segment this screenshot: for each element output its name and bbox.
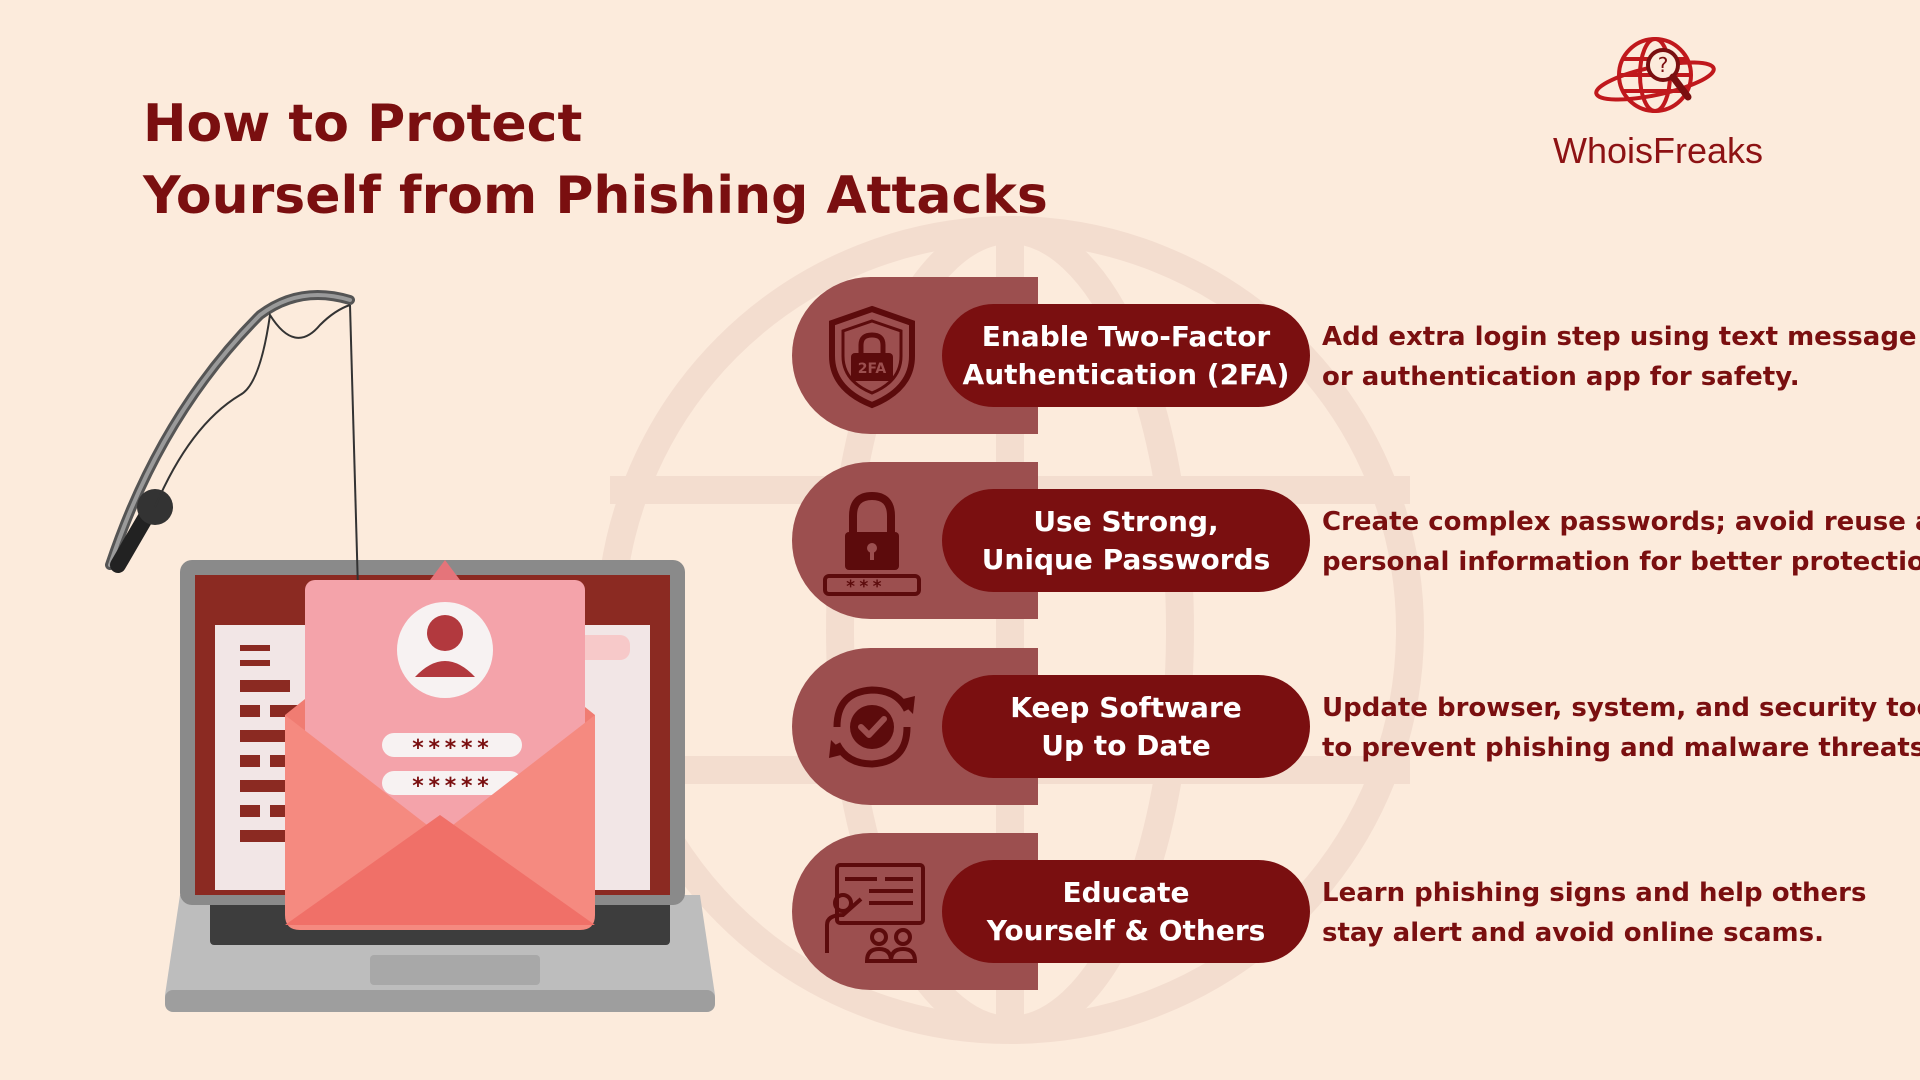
tip-description-line-1: Create complex passwords; avoid reuse an… [1322,507,1920,537]
tip-title-line-2: Unique Passwords [981,542,1271,576]
title-line-2: Yourself from Phishing Attacks [143,166,1048,226]
tip-title-line-1: Enable Two-Factor [981,319,1271,353]
tip-description: Add extra login step using text message … [1322,317,1920,397]
tip-description-line-1: Update browser, system, and security too… [1322,693,1920,723]
tip-description-line-1: Add extra login step using text message [1322,322,1917,352]
page-title: How to Protect Yourself from Phishing At… [143,88,1048,232]
tip-item-2fa: 2FA Enable Two-Factor Authentication (2F… [792,277,1920,434]
brand-logo: ? WhoisFreaks [1553,35,1764,175]
tip-item-passwords: ***_ Use Strong, Unique Passwords Create… [792,462,1920,619]
tip-title-line-1: Use Strong, [1033,504,1219,538]
2fa-label: 2FA [858,361,887,377]
svg-text:?: ? [1658,53,1669,77]
tip-description-line-2: or authentication app for safety. [1322,362,1800,392]
tip-item-educate: Educate Yourself & Others Learn phishing… [792,833,1920,990]
tip-description-line-2: to prevent phishing and malware threats. [1322,733,1920,763]
title-line-1: How to Protect [143,94,583,154]
presentation-audience-icon [825,863,925,963]
tip-title-pill: Educate Yourself & Others [942,860,1310,963]
tip-title-pill: Enable Two-Factor Authentication (2FA) [942,304,1310,407]
tip-title-line-2: Authentication (2FA) [962,357,1290,391]
brand-name: WhoisFreaks [1553,130,1764,171]
tip-description-line-2: personal information for better protecti… [1322,547,1920,577]
shield-2fa-icon: 2FA [829,305,915,409]
tip-description-line-2: stay alert and avoid online scams. [1322,918,1824,948]
tip-description: Update browser, system, and security too… [1322,688,1920,768]
tip-title-line-2: Yourself & Others [986,913,1266,947]
update-check-icon [829,686,915,768]
tip-title-line-1: Keep Software [1010,690,1242,724]
tip-title-pill: Keep Software Up to Date [942,675,1310,778]
password-mask-1: ***** [411,736,492,761]
tip-description: Create complex passwords; avoid reuse an… [1322,502,1920,582]
password-field-label: ***_ [846,577,899,596]
password-mask-2: ***** [411,774,492,799]
tip-item-updates: Keep Software Up to Date Update browser,… [792,648,1920,805]
globe-magnifier-icon: ? [1594,37,1716,113]
phishing-illustration: ***** ***** [105,290,715,1012]
padlock-password-icon: ***_ [823,491,921,596]
tip-description: Learn phishing signs and help others sta… [1322,873,1920,953]
tip-title-line-1: Educate [1062,875,1190,909]
tip-description-line-1: Learn phishing signs and help others [1322,878,1867,908]
tip-title-line-2: Up to Date [1041,728,1211,762]
tip-title-pill: Use Strong, Unique Passwords [942,489,1310,592]
